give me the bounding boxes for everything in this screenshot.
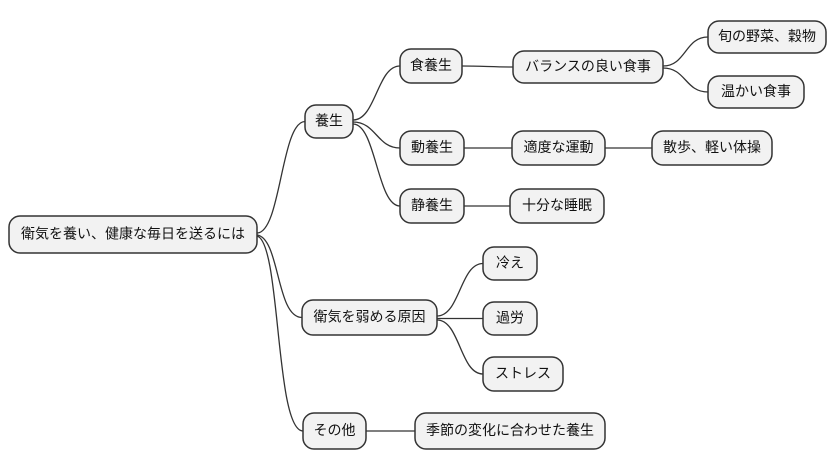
edges — [256, 36, 709, 432]
node-walking-light-exercise: 散歩、軽い体操 — [651, 130, 773, 166]
node-walking-light-exercise-label: 散歩、軽い体操 — [663, 140, 761, 156]
edge-balanced-meal-seasonal-veg — [662, 36, 709, 67]
node-stress-label: ストレス — [495, 366, 551, 382]
node-shokuyojo: 食養生 — [399, 48, 463, 84]
edge-yojo-doyojo — [352, 121, 401, 149]
edge-root-others — [256, 235, 304, 432]
node-balanced-meal: バランスの良い食事 — [512, 50, 664, 84]
edge-weakening-causes-cold — [436, 262, 484, 317]
node-cold-label: 冷え — [496, 256, 524, 272]
edge-shokuyojo-balanced-meal — [461, 65, 514, 68]
node-doyojo-label: 動養生 — [411, 139, 453, 156]
edge-weakening-causes-stress — [436, 319, 484, 375]
node-weakening-causes: 衛気を弱める原因 — [301, 299, 438, 336]
node-enough-sleep: 十分な睡眠 — [509, 188, 605, 224]
node-enough-sleep-label: 十分な睡眠 — [522, 198, 592, 214]
node-seasonal-veg-label: 旬の野菜、穀物 — [718, 29, 816, 45]
node-cold: 冷え — [482, 246, 538, 281]
node-moderate-exercise: 適度な運動 — [511, 130, 606, 166]
node-warm-meal-label: 温かい食事 — [721, 83, 791, 100]
edge-root-yojo — [256, 120, 306, 234]
node-shokuyojo-label: 食養生 — [410, 57, 452, 74]
node-yojo: 養生 — [304, 104, 354, 139]
node-root: 衛気を養い、健康な毎日を送るには — [8, 215, 258, 254]
node-doyojo: 動養生 — [399, 130, 465, 166]
node-root-label: 衛気を養い、健康な毎日を送るには — [21, 226, 245, 243]
node-yojo-label: 養生 — [315, 113, 343, 130]
node-stress: ストレス — [482, 356, 564, 392]
edge-root-weakening-causes — [256, 234, 303, 319]
node-overwork-label: 過労 — [496, 311, 524, 327]
node-seiyojo-label: 静養生 — [411, 197, 453, 214]
edge-yojo-seiyojo — [352, 123, 401, 207]
node-weakening-causes-label: 衛気を弱める原因 — [314, 310, 426, 326]
node-moderate-exercise-label: 適度な運動 — [524, 139, 594, 156]
node-seiyojo: 静養生 — [399, 188, 465, 224]
node-balanced-meal-label: バランスの良い食事 — [525, 58, 651, 75]
node-others: その他 — [302, 412, 367, 450]
node-seasonal-yojo: 季節の変化に合わせた養生 — [414, 412, 606, 450]
node-seasonal-veg: 旬の野菜、穀物 — [707, 20, 827, 54]
node-overwork: 過労 — [482, 301, 538, 336]
node-others-label: その他 — [314, 423, 356, 439]
node-seasonal-yojo-label: 季節の変化に合わせた養生 — [426, 422, 594, 439]
edge-yojo-shokuyojo — [352, 65, 401, 121]
node-warm-meal: 温かい食事 — [707, 75, 805, 109]
edge-balanced-meal-warm-meal — [662, 67, 709, 93]
